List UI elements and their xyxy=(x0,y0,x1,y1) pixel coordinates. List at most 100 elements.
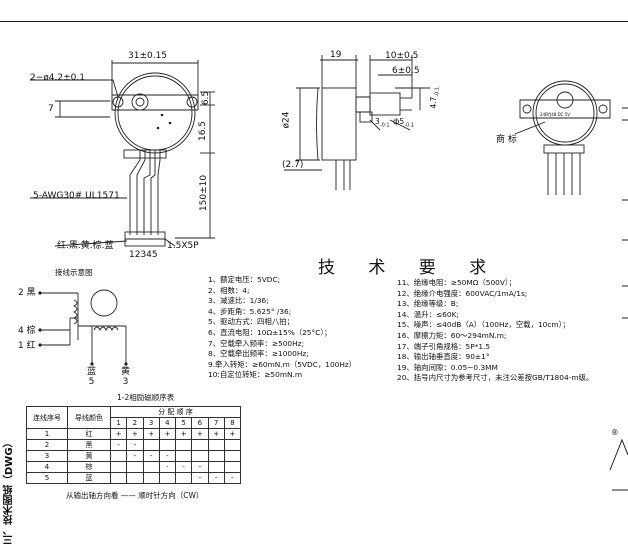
cell xyxy=(126,472,144,484)
side-label: 三、技术图纸（DWG） xyxy=(4,437,15,545)
cell: - xyxy=(142,450,160,462)
cell xyxy=(174,439,193,451)
table-row: 1 红 + + + + + + + + xyxy=(26,428,242,440)
spec-item: 13、绝缘等级：B; xyxy=(397,299,459,309)
cell: + xyxy=(142,428,160,440)
spec-item: 5、驱动方式：四相八拍； xyxy=(208,317,295,327)
spec-item: 2、相数：4; xyxy=(208,285,250,295)
step-header: 1 xyxy=(109,417,128,429)
wire-label-brown: 4 棕 xyxy=(18,326,36,336)
cell: - xyxy=(223,472,242,484)
cell xyxy=(109,472,128,484)
cell: + xyxy=(109,428,128,440)
dim-24: ø24 xyxy=(281,111,292,129)
cell: - xyxy=(158,450,177,462)
step-header: 4 xyxy=(158,417,177,429)
row-num: 1 xyxy=(26,428,68,440)
group-header: 分 配 顺 序 xyxy=(110,406,241,418)
dim-3: 3-0.1 xyxy=(375,117,390,129)
dim-6: 6±0.5 xyxy=(392,66,420,76)
cell: + xyxy=(158,428,177,440)
row-color: 蓝 xyxy=(67,472,111,484)
cell: - xyxy=(109,439,128,451)
spec-item: 9.牵入转矩：≥60mN.m（5VDC，100Hz） xyxy=(208,359,357,369)
specs-right: 11、绝缘电阻：≥50MΩ（500V）； 12、绝缘介电强度：600VAC/1m… xyxy=(397,278,593,384)
cell xyxy=(174,472,193,484)
cell: - xyxy=(191,461,209,473)
spec-item: 19、轴向间隙：0.05~0.3MM xyxy=(397,362,498,372)
direction-note: 从输出轴方向看 —— 顺时针方向（CW） xyxy=(66,491,204,500)
cell xyxy=(109,461,128,473)
spec-item: 15、噪声：≤40dB（A）（100Hz，空载，10cm）； xyxy=(397,320,570,330)
row-color: 黑 xyxy=(67,439,111,451)
spec-item: 12、绝缘介电强度：600VAC/1mA/1s; xyxy=(397,288,528,298)
wire-spec: 5-AWG30# UL1571 xyxy=(33,191,120,201)
cell xyxy=(207,450,225,462)
cell: - xyxy=(158,461,177,473)
cell xyxy=(142,461,160,473)
wire-label-black: 2 黑 xyxy=(18,288,36,298)
cell: - xyxy=(207,472,225,484)
spec-item: 8、空载牵出频率：≥1000Hz; xyxy=(208,349,309,359)
dim-2-7: (2.7) xyxy=(282,160,304,170)
specs-left: 1、额定电压：5VDC; 2、相数：4; 3、减速比：1/36; 4、步距角：5… xyxy=(208,275,356,381)
spec-item: 6、直流电阻：10Ω±15%（25°C）； xyxy=(208,327,332,337)
table-row: 3 黄 - - - xyxy=(26,450,242,462)
dim-150: 150±10 xyxy=(199,174,210,212)
spec-item: 18、输出轴垂直度：90±1° xyxy=(397,352,490,362)
spec-item: 20、括号内尺寸为参考尺寸，未注公差按GB/T1804-m级。 xyxy=(397,373,594,383)
spec-item: 7、空载牵入频率：≥500Hz; xyxy=(208,338,305,348)
cell: - xyxy=(126,450,144,462)
cell: + xyxy=(174,428,193,440)
spec-item: 14、温升：≤60K; xyxy=(397,309,459,319)
cell xyxy=(158,472,177,484)
cell xyxy=(223,439,242,451)
dim-19: 19 xyxy=(330,50,342,60)
step-header: 5 xyxy=(174,417,193,429)
cell xyxy=(142,472,160,484)
spec-item: 11、绝缘电阻：≥50MΩ（500V）； xyxy=(397,278,517,287)
wiring-title: 接线示意图 xyxy=(55,268,93,277)
cell: + xyxy=(191,428,209,440)
step-header: 3 xyxy=(142,417,160,429)
sequence-table: 连线序号 导线颜色 分 配 顺 序 1 2 3 4 5 6 7 8 1 红 + … xyxy=(26,406,242,484)
spec-item: 3、减速比：1/36; xyxy=(208,296,269,306)
dim-5: ф5-0.1 xyxy=(393,117,414,129)
cell xyxy=(109,450,128,462)
cell xyxy=(174,450,193,462)
spec-item: 16、摩擦力矩：60～294mN.m; xyxy=(397,330,507,340)
cell: - xyxy=(191,472,209,484)
dim-16-5: 16.5 xyxy=(198,120,209,142)
cell: - xyxy=(174,461,193,473)
dim-4-7: 4.7-0.1 xyxy=(429,86,441,109)
step-header: 8 xyxy=(223,417,242,429)
dim-6-5: 6.5 xyxy=(201,90,212,106)
cell xyxy=(223,450,242,462)
dim-10: 10±0.5 xyxy=(385,51,419,61)
col-header-color: 导线颜色 xyxy=(67,406,111,429)
cell xyxy=(158,439,177,451)
cell xyxy=(223,461,242,473)
sequence-caption: 1-2相励磁顺序表 xyxy=(117,393,175,402)
wire-colors: 红.黑.黄.棕.蓝 xyxy=(57,241,114,251)
dim-holes: 2−ø4.2±0.1 xyxy=(30,73,85,83)
cell: + xyxy=(126,428,144,440)
row-num: 5 xyxy=(26,472,68,484)
cell xyxy=(207,439,225,451)
row-color: 红 xyxy=(67,428,111,440)
spec-item: 1、额定电压：5VDC; xyxy=(208,275,281,284)
row-color: 棕 xyxy=(67,461,111,473)
step-header: 7 xyxy=(207,417,225,429)
spec-item: 17、端子引角规格：5P*1.5 xyxy=(397,341,491,351)
connector-spec: 1.5X5P xyxy=(167,241,199,251)
pin-numbers: 12345 xyxy=(129,250,158,260)
row-color: 黄 xyxy=(67,450,111,462)
table-row: 5 蓝 - - - xyxy=(26,472,242,484)
cell xyxy=(191,450,209,462)
col-header-num: 连线序号 xyxy=(26,406,68,429)
dim-7: 7 xyxy=(48,104,54,114)
wire-label-red: 1 红 xyxy=(18,341,36,351)
cell xyxy=(126,461,144,473)
